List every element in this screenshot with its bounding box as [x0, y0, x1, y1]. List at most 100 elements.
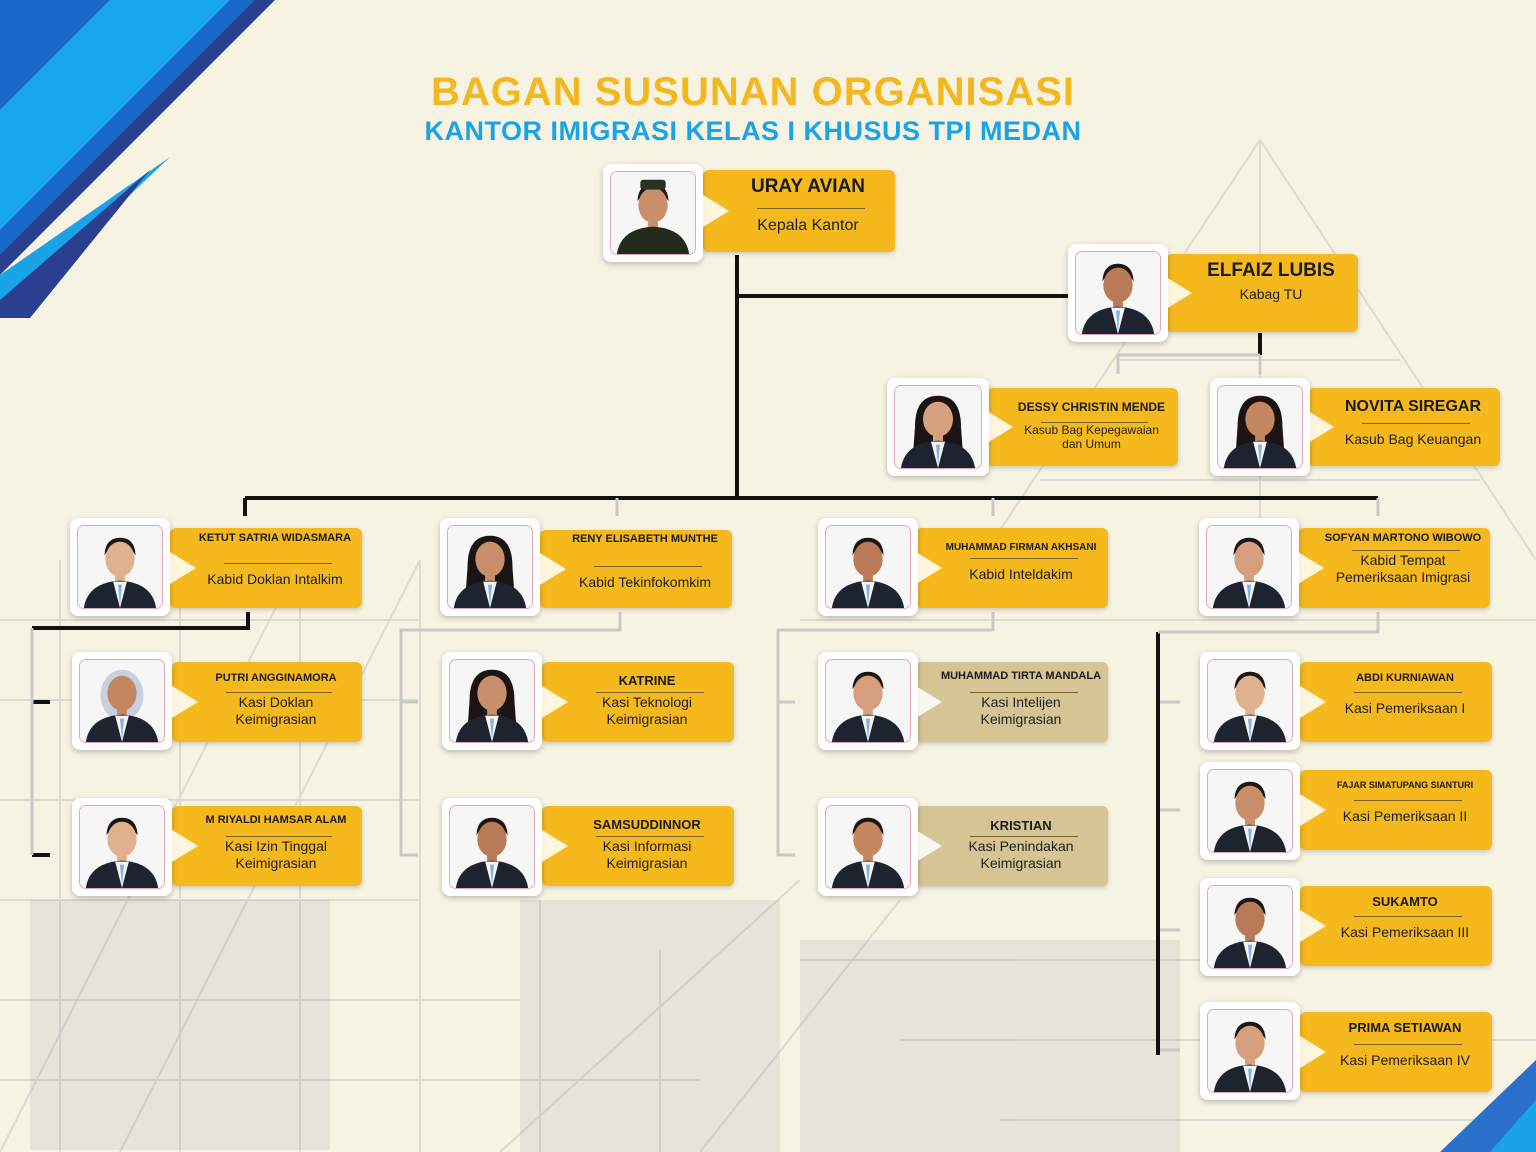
name-plate: KETUT SATRIA WIDASMARA Kabid Doklan Intal…: [170, 528, 362, 608]
person-name: PUTRI ANGGINAMORA: [215, 672, 337, 684]
person-name: KETUT SATRIA WIDASMARA: [198, 532, 352, 544]
job-title: Kasi Pemeriksaan II: [1342, 808, 1468, 824]
name-divider: [596, 836, 704, 837]
portrait-photo: [72, 798, 172, 896]
pointer-arrow-icon: [916, 830, 942, 862]
name-divider: [226, 692, 332, 693]
portrait-photo: [818, 652, 918, 750]
portrait-photo: [70, 518, 170, 616]
pointer-arrow-icon: [1298, 552, 1324, 584]
pointer-arrow-icon: [1166, 277, 1192, 309]
job-title: Kabid Tekinfokomkim: [578, 574, 712, 590]
person-name: SUKAMTO: [1372, 894, 1438, 909]
pointer-arrow-icon: [542, 830, 568, 862]
name-divider: [970, 692, 1078, 693]
name-plate: MUHAMMAD FIRMAN AKHSANI Kabid Inteldakim: [916, 528, 1108, 608]
portrait-photo: [442, 798, 542, 896]
name-divider: [970, 836, 1078, 837]
person-name: ABDI KURNIAWAN: [1356, 672, 1454, 684]
person-name: KATRINE: [618, 673, 676, 688]
person-name: MUHAMMAD TIRTA MANDALA: [940, 670, 1102, 682]
person-name: URAY AVIAN: [750, 176, 866, 197]
name-divider: [970, 558, 1078, 559]
person-name: DESSY CHRISTIN MENDE: [1017, 400, 1166, 414]
job-title: Kabag TU: [1239, 286, 1303, 302]
portrait-photo: [1200, 878, 1300, 976]
chart-subtitle: KANTOR IMIGRASI KELAS I KHUSUS TPI MEDAN: [424, 116, 1082, 146]
portrait-photo: [887, 378, 989, 476]
person-name: NOVITA SIREGAR: [1344, 398, 1481, 415]
person-name: PRIMA SETIAWAN: [1348, 1020, 1462, 1035]
pointer-arrow-icon: [542, 686, 568, 718]
name-divider: [596, 692, 704, 693]
pointer-arrow-icon: [172, 686, 198, 718]
name-plate: DESSY CHRISTIN MENDE Kasub Bag Kepegawaia…: [987, 388, 1178, 466]
pointer-arrow-icon: [1308, 411, 1334, 443]
name-divider: [1041, 422, 1148, 423]
job-title: Kasub Bag Keuangan: [1344, 431, 1482, 447]
name-plate: PRIMA SETIAWAN Kasi Pemeriksaan IV: [1300, 1012, 1492, 1092]
portrait-photo: [1200, 652, 1300, 750]
name-plate: KRISTIAN Kasi Penindakan Keimigrasian: [916, 806, 1108, 886]
portrait-photo: [1200, 762, 1300, 860]
pointer-arrow-icon: [172, 830, 198, 862]
pointer-arrow-icon: [916, 686, 942, 718]
job-title: Kepala Kantor: [757, 217, 859, 234]
name-divider: [224, 563, 332, 564]
portrait-photo: [1200, 1002, 1300, 1100]
portrait-photo: [1210, 378, 1310, 476]
pointer-arrow-icon: [170, 552, 196, 584]
pointer-arrow-icon: [1300, 1036, 1326, 1068]
job-title: Kasi Izin Tinggal Keimigrasian: [225, 838, 327, 871]
person-name: M RIYALDI HAMSAR ALAM: [205, 814, 347, 826]
name-plate: PUTRI ANGGINAMORA Kasi Doklan Keimigrasia…: [172, 662, 362, 742]
name-plate: ABDI KURNIAWAN Kasi Pemeriksaan I: [1300, 662, 1492, 742]
job-title: Kasi Pemeriksaan III: [1340, 924, 1470, 940]
job-title: Kasi Teknologi Keimigrasian: [601, 694, 693, 727]
name-plate: RENY ELISABETH MUNTHE Kabid Tekinfokomkim: [540, 530, 732, 608]
portrait-photo: [1199, 518, 1299, 616]
person-name: FAJAR SIMATUPANG SIANTURI: [1336, 780, 1474, 790]
name-divider: [1354, 800, 1462, 801]
portrait-photo: [603, 164, 703, 262]
pointer-arrow-icon: [987, 411, 1013, 443]
portrait-photo: [442, 652, 542, 750]
pointer-arrow-icon: [1300, 910, 1326, 942]
portrait-photo: [72, 652, 172, 750]
name-divider: [1354, 1044, 1462, 1045]
pointer-arrow-icon: [703, 195, 729, 227]
job-title: Kasi Pemeriksaan I: [1344, 700, 1466, 716]
name-divider: [1354, 916, 1462, 917]
name-divider: [757, 208, 865, 209]
name-plate: SUKAMTO Kasi Pemeriksaan III: [1300, 886, 1492, 966]
name-plate: KATRINE Kasi Teknologi Keimigrasian: [542, 662, 734, 742]
portrait-photo: [1068, 244, 1168, 342]
name-divider: [1362, 423, 1470, 424]
name-plate: SAMSUDDINNOR Kasi Informasi Keimigrasian: [542, 806, 734, 886]
job-title: Kabid Inteldakim: [969, 566, 1073, 582]
person-name: MUHAMMAD FIRMAN AKHSANI: [945, 542, 1097, 553]
job-title: Kasi Informasi Keimigrasian: [602, 838, 692, 871]
job-title: Kabid Doklan Intalkim: [207, 571, 343, 587]
name-divider: [1352, 550, 1460, 551]
name-divider: [1354, 692, 1462, 693]
person-name: SAMSUDDINNOR: [593, 817, 701, 832]
name-plate: FAJAR SIMATUPANG SIANTURI Kasi Pemeriksaa…: [1300, 770, 1492, 850]
pointer-arrow-icon: [1300, 686, 1326, 718]
portrait-photo: [818, 798, 918, 896]
chart-title: BAGAN SUSUNAN ORGANISASI: [430, 70, 1076, 114]
job-title: Kabid Tempat Pemeriksaan Imigrasi: [1335, 552, 1471, 585]
job-title: Kasi Pemeriksaan IV: [1340, 1052, 1470, 1068]
job-title: Kasi Doklan Keimigrasian: [235, 694, 317, 727]
job-title: Kasub Bag Kepegawaian dan Umum: [1024, 423, 1159, 451]
person-name: RENY ELISABETH MUNTHE: [572, 533, 718, 545]
person-name: KRISTIAN: [990, 818, 1052, 833]
job-title: Kasi Penindakan Keimigrasian: [968, 838, 1074, 871]
pointer-arrow-icon: [1300, 794, 1326, 826]
portrait-photo: [440, 518, 540, 616]
name-plate: URAY AVIAN Kepala Kantor: [703, 170, 895, 252]
